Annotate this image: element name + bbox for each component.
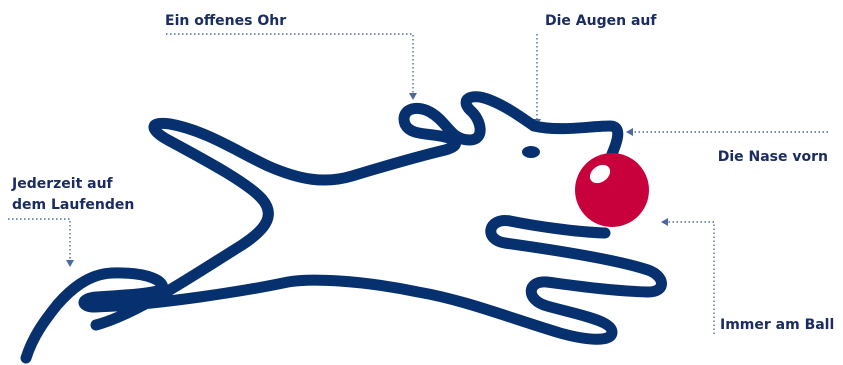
label-up-to-date-line-1: Jederzeit auf <box>12 174 134 195</box>
dog-eye <box>522 146 540 158</box>
label-ear: Ein offenes Ohr <box>165 11 286 32</box>
label-nose: Die Nase vorn <box>718 147 828 168</box>
label-eyes: Die Augen auf <box>545 11 656 32</box>
running-dog-line-drawing-icon <box>26 97 662 358</box>
leader-up-to-date <box>8 219 70 262</box>
arrowhead-up-to-date <box>66 260 74 267</box>
dog-outline <box>26 97 662 358</box>
label-ball: Immer am Ball <box>720 315 834 336</box>
label-up-to-date-line-2: dem Laufenden <box>12 195 134 216</box>
arrowhead-ball <box>661 218 668 226</box>
red-ball-icon <box>575 153 649 227</box>
arrowhead-ear <box>409 93 417 100</box>
arrowhead-nose <box>626 128 633 136</box>
ball-body <box>575 153 649 227</box>
label-up-to-date: Jederzeit auf dem Laufenden <box>12 174 134 216</box>
leader-ball <box>666 222 714 334</box>
leader-ear <box>166 34 413 95</box>
